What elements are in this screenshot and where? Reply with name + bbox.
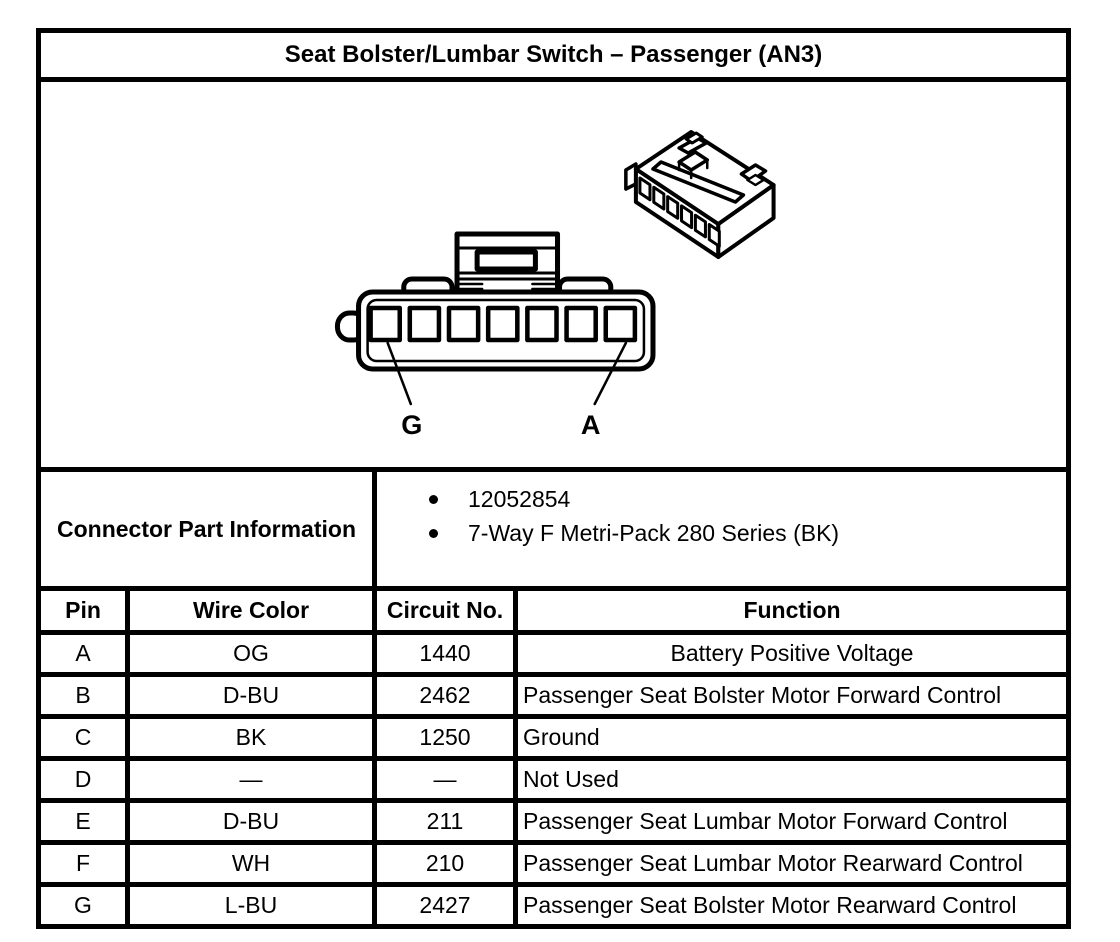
- connector-diagram: G A: [36, 77, 1071, 472]
- latch: [454, 231, 561, 299]
- terminal-cavities: [368, 305, 638, 343]
- circuit-no-cell: 1440: [372, 630, 518, 677]
- wire-color-cell: D-BU: [125, 672, 377, 719]
- circuit-no-cell: 2462: [372, 672, 518, 719]
- part-info-item: 7-Way F Metri-Pack 280 Series (BK): [429, 520, 1064, 546]
- header-function: Function: [513, 586, 1071, 635]
- bullet-icon: [429, 494, 438, 504]
- wire-color-cell: L-BU: [125, 882, 377, 929]
- page-title: Seat Bolster/Lumbar Switch – Passenger (…: [36, 28, 1071, 82]
- circuit-no-cell: 211: [372, 798, 518, 845]
- function-cell: Passenger Seat Lumbar Motor Forward Cont…: [513, 798, 1071, 845]
- leader-line-g: [386, 341, 413, 406]
- function-cell: Not Used: [513, 756, 1071, 803]
- connector-front-view: G A: [334, 231, 656, 440]
- part-info-values: 12052854 7-Way F Metri-Pack 280 Series (B…: [372, 467, 1071, 591]
- part-info-label: Connector Part Information: [36, 467, 377, 591]
- function-cell: Passenger Seat Lumbar Motor Rearward Con…: [513, 840, 1071, 887]
- part-info-row: Connector Part Information 12052854 7-Way…: [36, 467, 1071, 591]
- function-cell: Passenger Seat Bolster Motor Rearward Co…: [513, 882, 1071, 929]
- part-info-text: 12052854: [468, 486, 571, 512]
- circuit-no-cell: 210: [372, 840, 518, 887]
- pin-cell: E: [36, 798, 130, 845]
- pin-cell: A: [36, 630, 130, 677]
- wire-color-cell: OG: [125, 630, 377, 677]
- pin-label-g: G: [401, 410, 422, 440]
- pin-cell: C: [36, 714, 130, 761]
- pin-label-a: A: [581, 410, 601, 440]
- diagram-row: G A: [36, 77, 1071, 472]
- table-row: D——Not Used: [36, 756, 1071, 803]
- part-info-item: 12052854: [429, 486, 1064, 512]
- wire-color-cell: BK: [125, 714, 377, 761]
- function-cell: Passenger Seat Bolster Motor Forward Con…: [513, 672, 1071, 719]
- function-cell: Battery Positive Voltage: [513, 630, 1071, 677]
- wire-color-cell: D-BU: [125, 798, 377, 845]
- pin-cell: G: [36, 882, 130, 929]
- wire-color-cell: —: [125, 756, 377, 803]
- function-cell: Ground: [513, 714, 1071, 761]
- header-pin: Pin: [36, 586, 130, 635]
- pin-table-header-row: Pin Wire Color Circuit No. Function: [36, 586, 1071, 635]
- connector-isometric-view: [624, 130, 776, 259]
- part-info-text: 7-Way F Metri-Pack 280 Series (BK): [468, 520, 840, 546]
- wire-color-cell: WH: [125, 840, 377, 887]
- leader-line-a: [593, 341, 628, 406]
- circuit-no-cell: —: [372, 756, 518, 803]
- title-row: Seat Bolster/Lumbar Switch – Passenger (…: [36, 28, 1071, 82]
- part-info-list: 12052854 7-Way F Metri-Pack 280 Series (B…: [429, 486, 1064, 546]
- pin-cell: B: [36, 672, 130, 719]
- header-circuit-no: Circuit No.: [372, 586, 518, 635]
- connector-body-inner-line: [366, 298, 646, 363]
- connector-table: Seat Bolster/Lumbar Switch – Passenger (…: [36, 28, 1071, 929]
- circuit-no-cell: 1250: [372, 714, 518, 761]
- circuit-no-cell: 2427: [372, 882, 518, 929]
- bullet-icon: [429, 528, 438, 538]
- header-wire-color: Wire Color: [125, 586, 377, 635]
- pin-cell: D: [36, 756, 130, 803]
- connector-diagram-svg: G A: [334, 130, 776, 440]
- pin-cell: F: [36, 840, 130, 887]
